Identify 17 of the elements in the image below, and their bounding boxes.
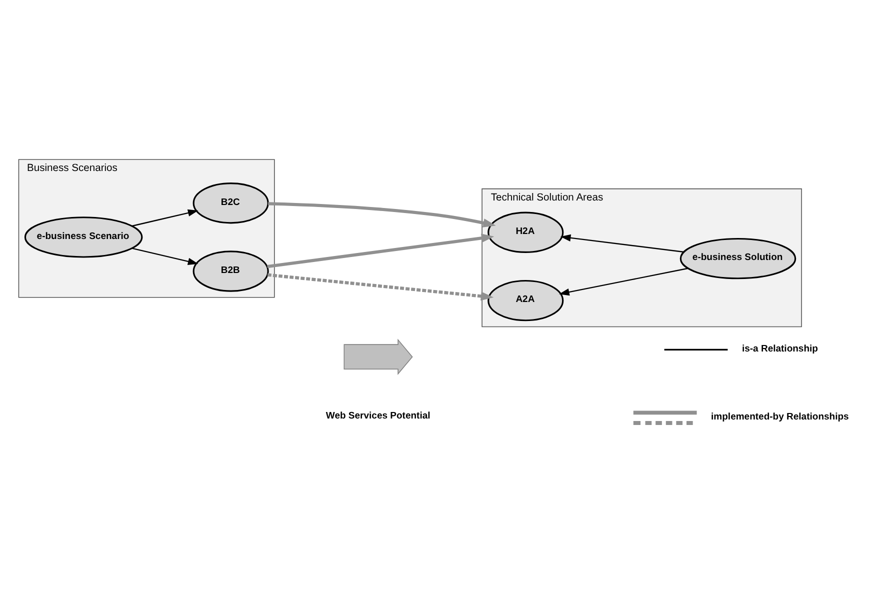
arrow — [267, 234, 494, 268]
arrow — [267, 273, 494, 301]
arrow — [132, 248, 198, 265]
node-ellipse: B2C — [192, 182, 269, 224]
node-ellipse: e-business Scenario — [24, 216, 143, 258]
node-label: Web Services Potential — [326, 410, 430, 422]
arrow — [268, 202, 496, 228]
legend-label: is-a Relationship — [742, 343, 818, 354]
arrow — [560, 234, 684, 253]
node-ellipse: A2A — [488, 280, 564, 322]
node-arrow — [344, 338, 413, 375]
legend-label: implemented-by Relationships — [711, 412, 849, 423]
arrow — [132, 209, 198, 227]
node-ellipse: e-business Solution — [680, 238, 796, 280]
node-ellipse: H2A — [488, 212, 564, 254]
node-ellipse: B2B — [192, 250, 269, 292]
arrow — [558, 268, 688, 296]
